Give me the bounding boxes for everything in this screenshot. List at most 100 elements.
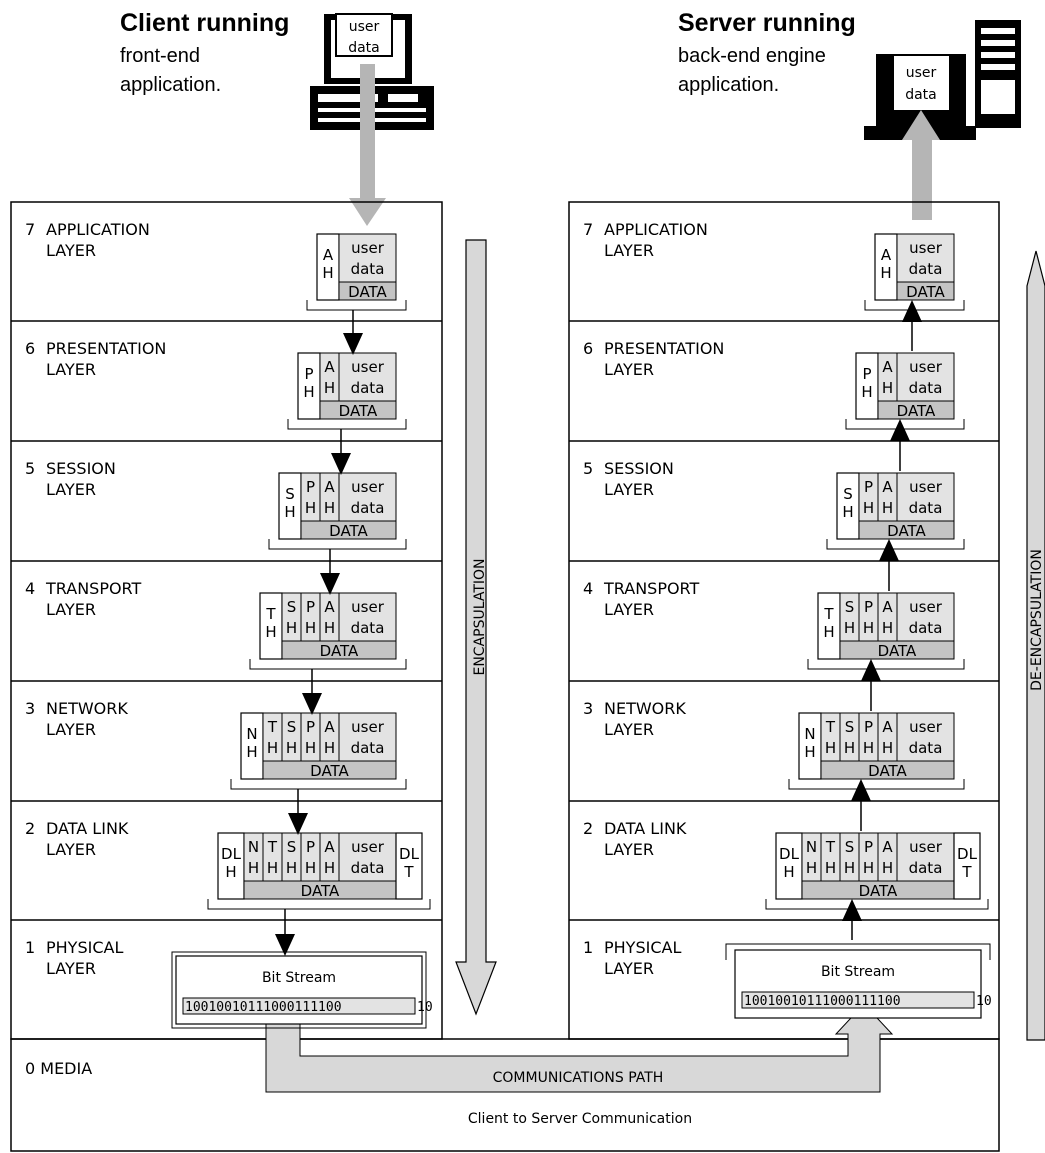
user-data-cell xyxy=(896,592,955,642)
user-data-text: user xyxy=(351,838,385,856)
client-bit-stream-frame xyxy=(171,951,427,1029)
header-letter: H xyxy=(863,859,874,877)
data-bar-label: DATA xyxy=(878,642,917,660)
server-up-arrow xyxy=(902,110,940,220)
header-letter: N xyxy=(246,725,257,743)
header-letter: H xyxy=(324,859,335,877)
trailer-letter: DL xyxy=(399,845,420,863)
header-letter: A xyxy=(882,478,893,496)
header-letter: H xyxy=(861,383,872,401)
client-flow-arrow xyxy=(302,669,322,715)
header-letter: H xyxy=(225,863,236,881)
header-letter: H xyxy=(804,743,815,761)
server-flow-arrow xyxy=(851,779,871,831)
client-flow-arrow xyxy=(320,549,340,595)
header-letter: H xyxy=(882,619,893,637)
header-DL xyxy=(217,832,245,900)
header-letter: H xyxy=(324,379,335,397)
client-layer-2-word: LAYER xyxy=(46,480,96,499)
bit-stream-bits: 10010010111000111100 xyxy=(744,994,901,1009)
server-flow-arrow xyxy=(842,899,862,940)
pdu-bracket xyxy=(807,659,965,670)
media-panel xyxy=(10,1038,1000,1152)
header-letter: H xyxy=(844,739,855,757)
data-bar xyxy=(281,640,397,660)
user-data-text: user xyxy=(351,239,385,257)
header-letter: A xyxy=(324,598,335,616)
header-letter: H xyxy=(303,383,314,401)
header-letter: P xyxy=(864,598,873,616)
client-layer-3-number: 4 xyxy=(25,579,35,598)
header-letter: T xyxy=(267,718,278,736)
server-layer-2-name: SESSION xyxy=(604,459,674,478)
header-letter: H xyxy=(880,264,891,282)
client-layer-6-word: LAYER xyxy=(46,959,96,978)
server-layer-4-number: 3 xyxy=(583,699,593,718)
server-layer-0-name: APPLICATION xyxy=(604,220,708,239)
server-layer-5-number: 2 xyxy=(583,819,593,838)
header-letter: H xyxy=(882,739,893,757)
trailer-letter: T xyxy=(403,863,414,881)
client-layer-5-name: DATA LINK xyxy=(46,819,129,838)
data-bar-label: DATA xyxy=(859,882,898,900)
header-letter: A xyxy=(882,718,893,736)
server-layer-1-name: PRESENTATION xyxy=(604,339,724,358)
server-title: Server running xyxy=(678,9,856,37)
server-layer-6-number: 1 xyxy=(583,938,593,957)
client-subtitle-line2: application. xyxy=(120,74,221,96)
client-layer-6-number: 1 xyxy=(25,938,35,957)
server-layer-4-name: NETWORK xyxy=(604,699,686,718)
header-letter: S xyxy=(845,718,855,736)
data-bar-label: DATA xyxy=(320,642,359,660)
server-layer-3-word: LAYER xyxy=(604,600,654,619)
trailer-DL xyxy=(395,832,423,900)
user-data-text: user xyxy=(909,718,943,736)
header-letter: H xyxy=(286,619,297,637)
server-flow-arrow xyxy=(861,659,881,711)
data-bar-label: DATA xyxy=(348,283,387,301)
data-bar xyxy=(896,281,955,301)
header-letter: H xyxy=(863,739,874,757)
user-data-text: data xyxy=(909,859,943,877)
client-title: Client running xyxy=(120,9,289,37)
pdu-bracket xyxy=(287,419,407,430)
server-flow-arrow xyxy=(879,539,899,591)
client-layer-4-word: LAYER xyxy=(46,720,96,739)
header-letter: P xyxy=(306,598,315,616)
header-letter: H xyxy=(305,859,316,877)
server-bit-stream-bracket xyxy=(725,943,991,960)
header-letter: P xyxy=(306,838,315,856)
data-bar-label: DATA xyxy=(897,402,936,420)
header-letter: H xyxy=(825,859,836,877)
data-bar xyxy=(300,520,397,540)
pdu-bracket xyxy=(826,539,965,550)
pdu-bracket xyxy=(230,779,407,790)
header-letter: P xyxy=(304,365,313,383)
data-bar xyxy=(338,281,397,301)
encapsulation-label: ENCAPSULATION xyxy=(472,558,488,675)
user-data-cell xyxy=(896,832,955,882)
data-bar xyxy=(319,400,397,420)
header-letter: S xyxy=(287,598,297,616)
header-letter: A xyxy=(324,358,335,376)
header-letter: H xyxy=(284,503,295,521)
pdu-bracket xyxy=(207,899,431,910)
server-subtitle-line2: application. xyxy=(678,74,779,96)
server-layer-1-word: LAYER xyxy=(604,360,654,379)
header-letter: H xyxy=(267,739,278,757)
data-bar xyxy=(858,520,955,540)
header-letter: S xyxy=(845,598,855,616)
client-flow-arrow xyxy=(288,789,308,835)
server-layer-2-number: 5 xyxy=(583,459,593,478)
footer-caption: Client to Server Communication xyxy=(468,1111,692,1127)
user-data-cell xyxy=(896,352,955,402)
user-data-text: data xyxy=(351,260,385,278)
server-layer-6-word: LAYER xyxy=(604,959,654,978)
header-letter: P xyxy=(306,718,315,736)
header-letter: P xyxy=(864,478,873,496)
header-letter: DL xyxy=(221,845,242,863)
